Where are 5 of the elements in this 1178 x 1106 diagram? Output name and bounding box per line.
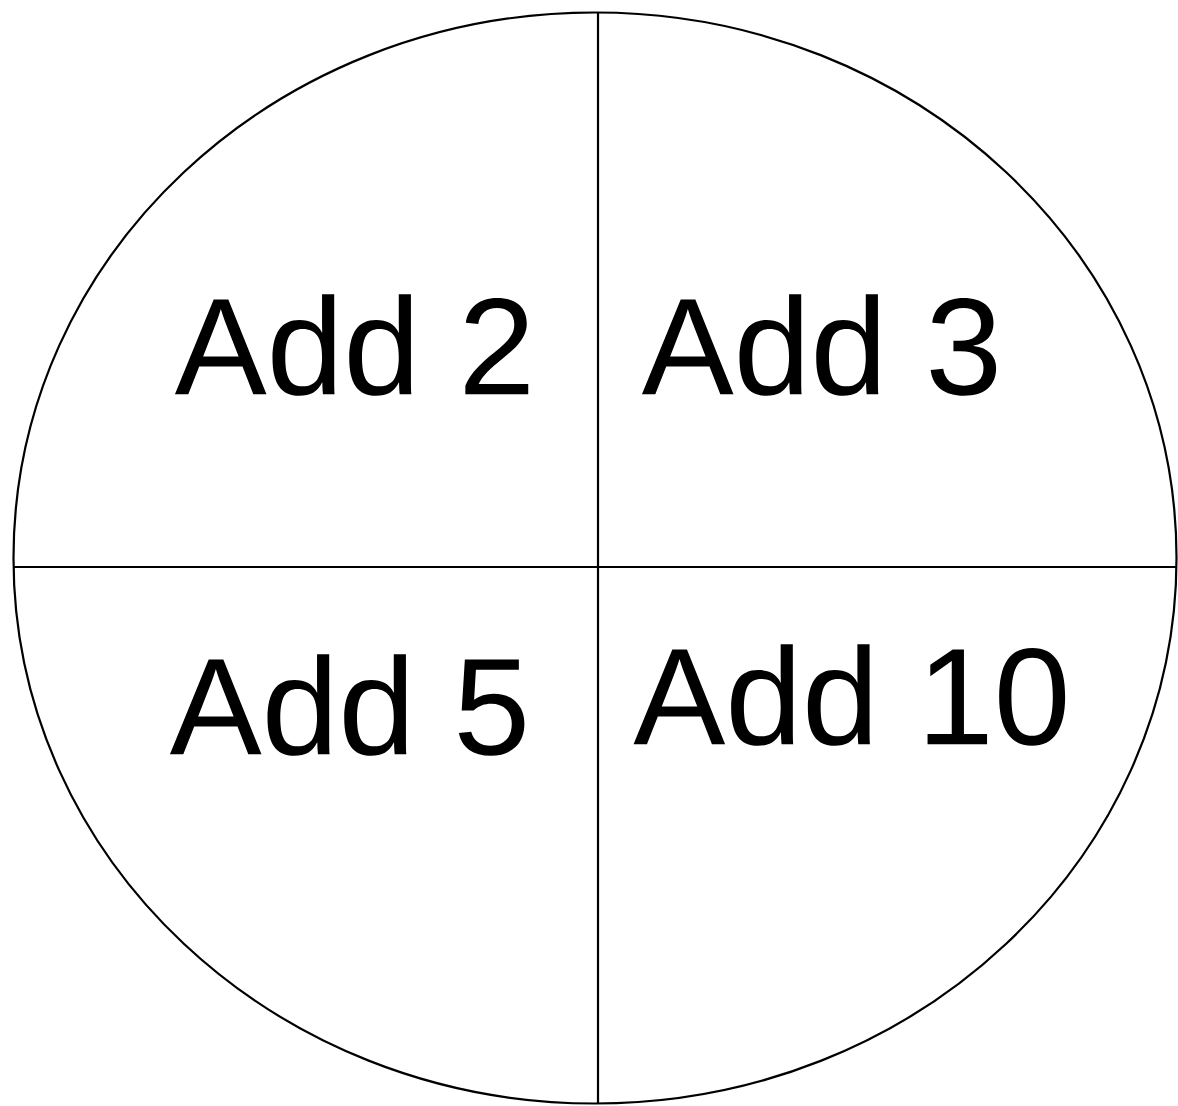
divided-circle: [12, 11, 1178, 1105]
quadrant-label: Add 5: [169, 654, 525, 756]
quadrant-label: Add 2: [174, 294, 529, 396]
quadrant-label: Add 10: [633, 644, 1066, 746]
quadrant-label: Add 3: [641, 294, 997, 396]
